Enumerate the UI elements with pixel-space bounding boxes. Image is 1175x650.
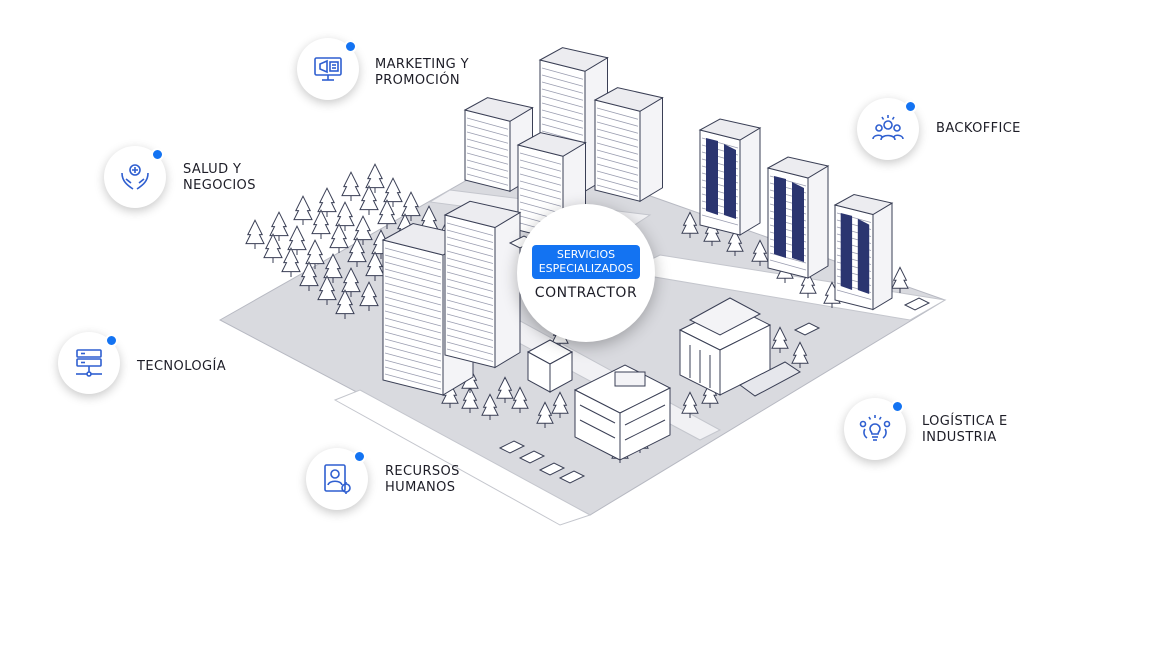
tree [263, 233, 283, 263]
tree [511, 386, 529, 413]
service-salud-label: SALUD Y NEGOCIOS [183, 162, 256, 193]
tree [496, 376, 514, 403]
tree [365, 251, 385, 281]
tree [335, 201, 355, 231]
team-group-icon [872, 115, 904, 141]
tree [365, 163, 385, 193]
tree [245, 219, 265, 249]
server-network-icon [76, 349, 102, 377]
tree [791, 341, 809, 368]
office-building [573, 364, 672, 461]
service-logistica-button[interactable] [844, 398, 906, 460]
megaphone-screen-icon [314, 57, 342, 81]
tree [299, 261, 319, 291]
tower-group [381, 47, 894, 396]
tree [317, 187, 337, 217]
tower [443, 200, 522, 369]
tree [323, 253, 343, 283]
hub-subtitle: CONTRACTOR [534, 285, 638, 301]
car [518, 450, 546, 464]
person-profile-gear-icon [324, 464, 351, 494]
tower [698, 118, 762, 236]
road-south [333, 389, 592, 526]
tree [281, 247, 301, 277]
tree [401, 191, 421, 221]
service-marketing-button[interactable] [297, 38, 359, 100]
hub-badge: SERVICIOS ESPECIALIZADOS [532, 245, 640, 279]
tree [305, 239, 325, 269]
tree [341, 267, 361, 297]
service-tecnologia-label: TECNOLOGÍA [137, 359, 227, 374]
tree [341, 171, 361, 201]
tree [287, 225, 307, 255]
bulb-gears-icon [859, 415, 891, 441]
tree [311, 209, 331, 239]
tree [799, 271, 817, 298]
car [538, 462, 566, 476]
tree [751, 239, 769, 266]
tree [377, 199, 397, 229]
service-tecnologia-button[interactable] [58, 332, 120, 394]
tree [681, 211, 699, 238]
government-building [678, 297, 801, 397]
status-dot [105, 334, 118, 347]
tree [441, 381, 459, 408]
car [793, 322, 821, 336]
status-dot [353, 450, 366, 463]
service-marketing-label: MARKETING Y PROMOCIÓN [375, 57, 469, 88]
tree [681, 391, 699, 418]
tree [317, 275, 337, 305]
tree [461, 386, 479, 413]
shop-building [526, 339, 574, 393]
status-dot [344, 40, 357, 53]
tower [593, 87, 664, 203]
tree-group [245, 163, 909, 463]
status-dot [904, 100, 917, 113]
tree [701, 381, 719, 408]
tree [359, 185, 379, 215]
car [558, 470, 586, 484]
service-rrhh-label: RECURSOS HUMANOS [385, 464, 460, 495]
tree [335, 289, 355, 319]
tree [329, 223, 349, 253]
car [498, 440, 526, 454]
tree [383, 177, 403, 207]
service-backoffice-button[interactable] [857, 98, 919, 160]
tree [347, 237, 367, 267]
tower [833, 194, 894, 311]
tree [891, 266, 909, 293]
tree [293, 195, 313, 225]
tree [536, 401, 554, 428]
service-salud-button[interactable] [104, 146, 166, 208]
car-group [498, 235, 931, 484]
tree [353, 215, 373, 245]
tree [269, 211, 289, 241]
service-logistica-label: LOGÍSTICA E INDUSTRIA [922, 414, 1008, 445]
tree [551, 391, 569, 418]
status-dot [151, 148, 164, 161]
hands-heart-icon [121, 164, 149, 190]
tower [766, 156, 830, 279]
tree [359, 281, 379, 311]
service-rrhh-button[interactable] [306, 448, 368, 510]
car [903, 297, 931, 311]
service-backoffice-label: BACKOFFICE [936, 121, 1021, 136]
status-dot [891, 400, 904, 413]
contractor-hub[interactable]: SERVICIOS ESPECIALIZADOS CONTRACTOR [517, 204, 655, 342]
tree [726, 229, 744, 256]
tree [771, 326, 789, 353]
tree [703, 219, 721, 246]
tree [481, 393, 499, 420]
